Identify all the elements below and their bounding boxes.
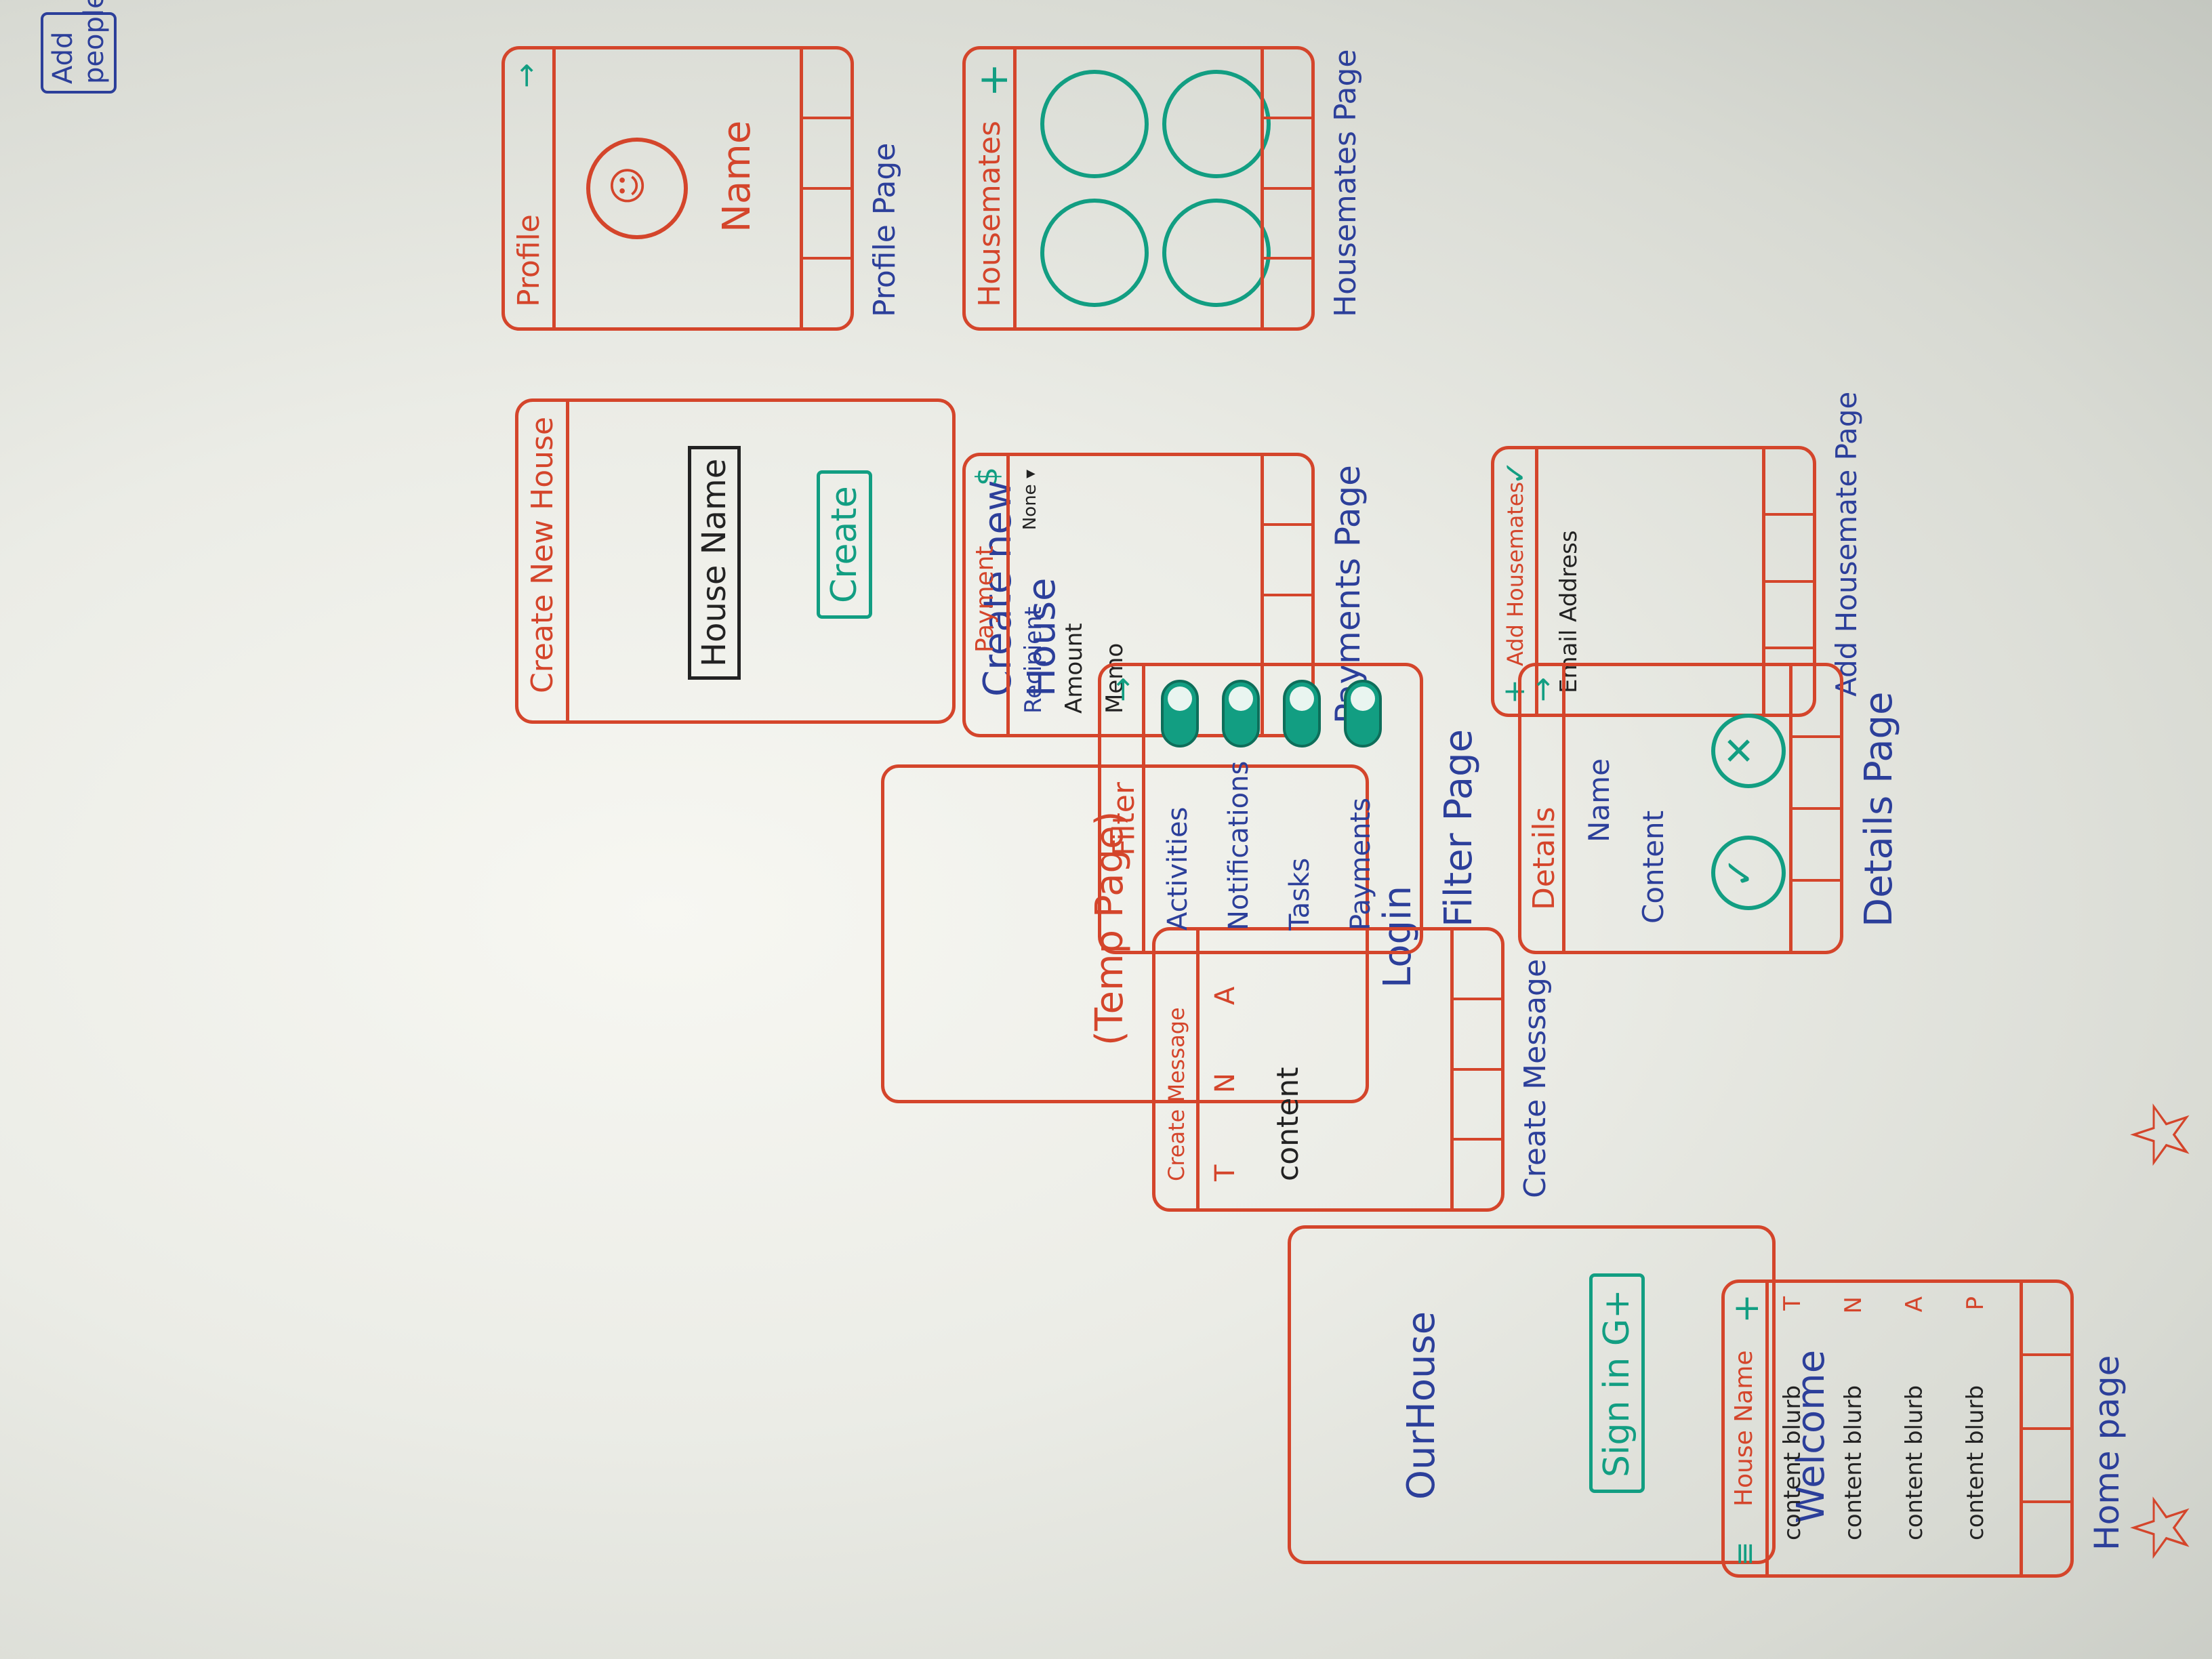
- filter-toggle[interactable]: [1344, 680, 1382, 747]
- add-plus-icon[interactable]: +: [1726, 1294, 1767, 1324]
- home-header: House Name: [1730, 1350, 1758, 1507]
- house-name-field[interactable]: House Name: [688, 445, 741, 680]
- filter-toggle[interactable]: [1283, 680, 1321, 747]
- details-content: Content: [1637, 810, 1670, 924]
- profile-header: Profile: [512, 214, 546, 307]
- housemate-avatar[interactable]: [1162, 70, 1271, 178]
- tab-bar[interactable]: [1789, 666, 1840, 951]
- caption-add-housemate: Add Housemate Page: [1830, 391, 1863, 697]
- payment-field[interactable]: Amount: [1061, 623, 1088, 714]
- tab-bar[interactable]: [2020, 1283, 2070, 1574]
- app-name: OurHouse: [1399, 1311, 1443, 1500]
- type-tab[interactable]: T: [1210, 1164, 1241, 1181]
- filter-toggle[interactable]: [1222, 680, 1260, 747]
- star-mark: ☆: [2114, 1098, 2209, 1171]
- dollar-icon[interactable]: $: [970, 467, 1004, 486]
- payment-field[interactable]: Recipient: [1020, 607, 1047, 714]
- check-icon[interactable]: ✓: [1498, 460, 1533, 485]
- caption-create-message: Create Message: [1518, 958, 1553, 1198]
- filter-screen: Filter → Activities Notifications Tasks …: [1098, 663, 1423, 954]
- filter-item: Activities: [1162, 806, 1193, 930]
- list-item[interactable]: content blurb: [1901, 1385, 1928, 1540]
- type-tab[interactable]: A: [1210, 986, 1241, 1005]
- profile-name: Name: [715, 120, 759, 232]
- filter-item: Payments: [1345, 798, 1376, 930]
- caption-details: Details Page: [1857, 691, 1901, 927]
- home-screen: ≡ House Name + content blurb T content b…: [1721, 1279, 2074, 1578]
- arrow-icon[interactable]: →: [1105, 677, 1140, 702]
- message-content[interactable]: content: [1271, 1067, 1305, 1181]
- details-header: Details: [1527, 806, 1561, 910]
- details-name: Name: [1582, 758, 1616, 842]
- caption-filter: Filter Page: [1437, 729, 1481, 927]
- star-mark: ☆: [2114, 1491, 2209, 1564]
- create-house-header: Create New House: [525, 416, 560, 693]
- list-item-tag: T: [1779, 1296, 1806, 1311]
- caption-profile: Profile Page: [867, 142, 902, 317]
- tab-bar[interactable]: [1261, 49, 1311, 327]
- tab-bar[interactable]: [800, 49, 851, 327]
- menu-icon[interactable]: ≡: [1727, 1541, 1762, 1566]
- add-housemate-plus-icon[interactable]: +: [970, 63, 1017, 98]
- create-button[interactable]: Create: [817, 470, 872, 619]
- create-house-screen: Create New House House Name Create: [515, 398, 956, 724]
- filter-item: Tasks: [1284, 857, 1315, 930]
- housemates-header: Housemates: [972, 121, 1007, 307]
- list-item[interactable]: content blurb: [1779, 1385, 1806, 1540]
- corner-note: Add people: [41, 0, 117, 94]
- arrow-icon[interactable]: →: [1525, 677, 1560, 702]
- housemate-avatar[interactable]: [1162, 199, 1271, 307]
- profile-screen: Profile → ☺ Name: [501, 46, 854, 331]
- housemate-avatar[interactable]: [1040, 70, 1149, 178]
- add-housemate-header: Add Housemates: [1502, 481, 1528, 666]
- check-icon: ✓: [1718, 857, 1762, 888]
- filter-header: Filter: [1107, 782, 1141, 856]
- housemate-avatar[interactable]: [1040, 199, 1149, 307]
- list-item-tag: N: [1840, 1296, 1867, 1314]
- close-icon: ✕: [1718, 735, 1762, 766]
- signin-button[interactable]: Sign in G+: [1589, 1273, 1645, 1493]
- details-screen: Details → Name Content ✓ ✕: [1518, 663, 1843, 954]
- profile-face-icon: ☺: [607, 165, 651, 205]
- list-item-tag: A: [1901, 1296, 1928, 1313]
- caption-housemates: Housemates Page: [1328, 49, 1363, 317]
- create-message-header: Create Message: [1164, 1007, 1189, 1181]
- housemates-screen: Housemates +: [962, 46, 1315, 331]
- create-message-screen: Create Message T N A content: [1152, 927, 1504, 1212]
- type-tab[interactable]: N: [1210, 1073, 1241, 1093]
- list-item[interactable]: content blurb: [1840, 1385, 1867, 1540]
- list-item[interactable]: content blurb: [1962, 1385, 1989, 1540]
- payment-header: Payment: [971, 546, 999, 653]
- filter-toggle[interactable]: [1161, 680, 1199, 747]
- recipient-dropdown[interactable]: None ▾: [1020, 470, 1040, 531]
- arrow-icon[interactable]: →: [509, 63, 544, 88]
- list-item-tag: P: [1962, 1296, 1989, 1311]
- filter-item: Notifications: [1223, 760, 1254, 930]
- welcome-screen: OurHouse Sign in G+: [1288, 1225, 1776, 1564]
- tab-bar[interactable]: [1450, 930, 1501, 1208]
